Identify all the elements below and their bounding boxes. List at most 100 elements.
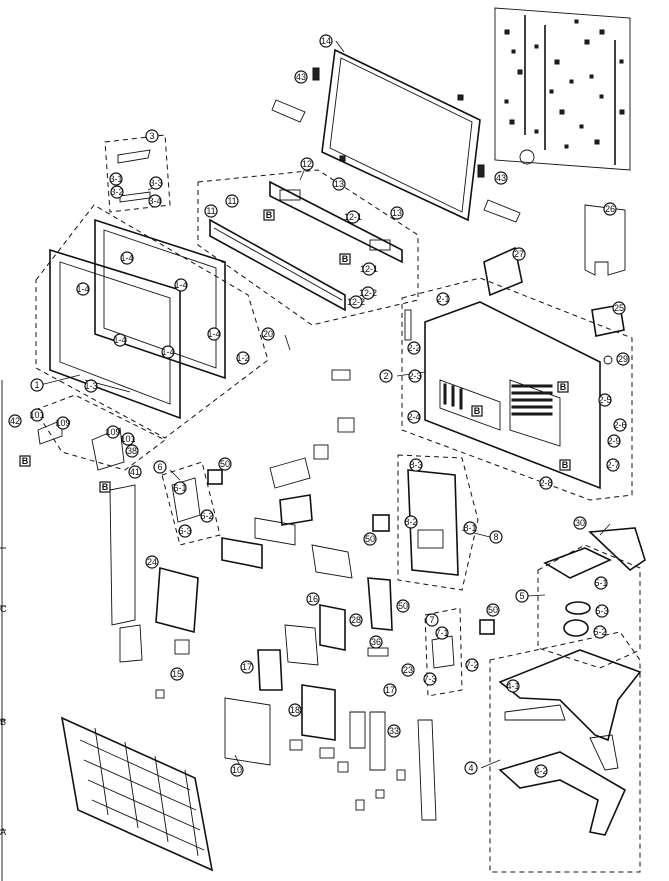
- callout-50: 50: [218, 457, 232, 471]
- callout-109: 109: [55, 416, 71, 430]
- svg-text:50: 50: [220, 459, 230, 469]
- group-2-outline: [401, 277, 633, 501]
- edge-mark-a: A: [0, 827, 6, 837]
- svg-text:3-3: 3-3: [149, 178, 162, 188]
- callout-3-4: 3-4: [148, 194, 162, 208]
- callout-11: 11: [225, 194, 239, 208]
- svg-text:2-3: 2-3: [408, 371, 421, 381]
- callout-1-3: 1-3: [84, 379, 98, 393]
- callout-42: 42: [8, 414, 22, 428]
- svg-text:20: 20: [263, 329, 273, 339]
- group-1-outline: [35, 204, 269, 439]
- svg-text:B: B: [474, 406, 481, 416]
- group-4-outline: [489, 631, 641, 873]
- callout-27: 27: [512, 247, 526, 261]
- svg-text:13: 13: [392, 208, 402, 218]
- svg-text:2: 2: [383, 371, 388, 381]
- callout-50: 50: [396, 599, 410, 613]
- callout-43: 43: [494, 171, 508, 185]
- svg-text:38: 38: [127, 446, 137, 456]
- svg-text:50: 50: [398, 601, 408, 611]
- callout-12: 12: [300, 157, 314, 171]
- svg-text:2-8: 2-8: [539, 478, 552, 488]
- svg-text:6-1: 6-1: [173, 483, 186, 493]
- svg-text:41: 41: [130, 467, 140, 477]
- callout-2-1: 2-1: [436, 292, 450, 306]
- svg-text:17: 17: [385, 685, 395, 695]
- callout-17: 17: [383, 683, 397, 697]
- svg-text:4-2: 4-2: [534, 766, 547, 776]
- callout-101: 101: [29, 408, 45, 422]
- callout-10: 10: [230, 763, 244, 777]
- callout-3-2: 3-2: [110, 185, 124, 199]
- svg-text:33: 33: [389, 726, 399, 736]
- svg-text:16: 16: [308, 594, 318, 604]
- callout-1-4: 1-4: [120, 251, 134, 265]
- svg-text:50: 50: [488, 605, 498, 615]
- group-42-outline: [34, 394, 166, 471]
- svg-text:101: 101: [120, 434, 135, 444]
- svg-text:1-4: 1-4: [113, 335, 126, 345]
- callout-12-2: 12-2: [347, 295, 365, 309]
- left-edge-ruler: [0, 380, 6, 881]
- callout-30: 30: [573, 516, 587, 530]
- callout-25: 25: [612, 301, 626, 315]
- callout-50: 50: [363, 532, 377, 546]
- callout-5-3: 5-3: [595, 604, 609, 618]
- group-8-outline: [397, 454, 479, 591]
- callout-7-1: 7-1: [435, 626, 449, 640]
- callout-1-4: 1-4: [76, 282, 90, 296]
- callout-7: 7: [425, 613, 439, 627]
- group-6-outline: [161, 461, 221, 546]
- callout-15: 15: [170, 667, 184, 681]
- svg-text:43: 43: [296, 72, 306, 82]
- svg-text:5-2: 5-2: [593, 627, 606, 637]
- back-panel-grid: [60, 716, 214, 872]
- bracket-7: [431, 635, 455, 669]
- svg-text:B: B: [266, 210, 273, 220]
- callout-16: 16: [306, 592, 320, 606]
- svg-text:6-2: 6-2: [200, 511, 213, 521]
- svg-text:2-6: 2-6: [613, 420, 626, 430]
- svg-text:7-3: 7-3: [423, 674, 436, 684]
- svg-text:24: 24: [147, 557, 157, 567]
- callout-26: 26: [603, 202, 617, 216]
- svg-text:2-7: 2-7: [606, 460, 619, 470]
- callout-5-1: 5-1: [594, 576, 608, 590]
- callout-11: 11: [204, 204, 218, 218]
- svg-text:2-2: 2-2: [407, 343, 420, 353]
- svg-text:B: B: [22, 456, 29, 466]
- cover-30: [588, 527, 646, 572]
- callout-4-1: 4-1: [506, 679, 520, 693]
- board-8: [407, 469, 459, 576]
- callout-1-4: 1-4: [207, 327, 221, 341]
- callout-12-1: 12-1: [360, 262, 378, 276]
- svg-text:B: B: [562, 460, 569, 470]
- callout-7-2: 7-2: [465, 658, 479, 672]
- callout-43: 43: [294, 70, 308, 84]
- svg-text:26: 26: [605, 204, 615, 214]
- svg-text:12: 12: [302, 159, 312, 169]
- svg-text:3-2: 3-2: [110, 187, 123, 197]
- callout-1-4: 1-4: [161, 345, 175, 359]
- callout-2-5: 2-5: [598, 393, 612, 407]
- svg-text:109: 109: [105, 427, 120, 437]
- callout-1-4: 1-4: [174, 278, 188, 292]
- rear-cover-2: [404, 301, 601, 490]
- shield-plate-26: [584, 204, 626, 276]
- bracket-27: [483, 246, 523, 297]
- callout-8-1: 8-1: [463, 521, 477, 535]
- svg-text:42: 42: [10, 416, 20, 426]
- center-components: [109, 369, 495, 821]
- svg-text:109: 109: [55, 418, 70, 428]
- section-mark-b: B: [339, 253, 351, 265]
- callout-2-9: 2-9: [607, 434, 621, 448]
- callout-17: 17: [240, 660, 254, 674]
- callout-2-7: 2-7: [606, 458, 620, 472]
- callout-23: 23: [401, 663, 415, 677]
- group-12-outline: [197, 169, 419, 326]
- svg-text:6-3: 6-3: [178, 526, 191, 536]
- svg-text:17: 17: [242, 662, 252, 672]
- svg-text:11: 11: [206, 206, 215, 216]
- svg-text:14: 14: [321, 36, 331, 46]
